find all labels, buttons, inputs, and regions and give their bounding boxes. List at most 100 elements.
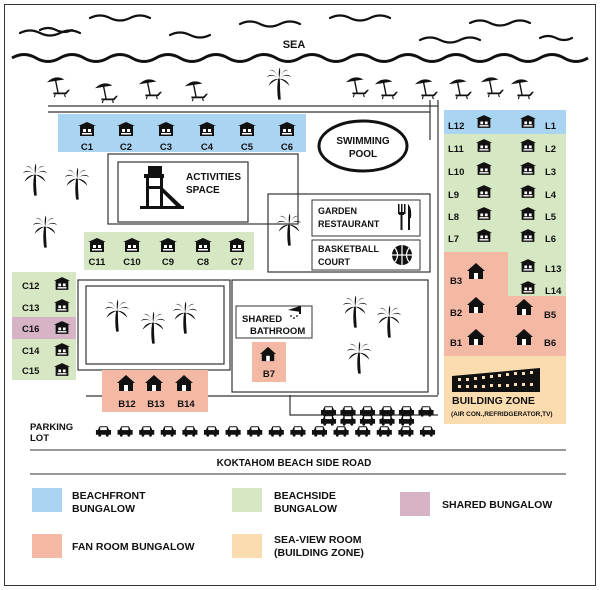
car-icon [320, 415, 337, 426]
fan-label: B2 [450, 308, 462, 319]
beach-umbrella-icon [448, 78, 473, 100]
bungalow-label: L2 [545, 144, 556, 155]
bathroom-label: SHARED [242, 314, 282, 325]
beachside-area-l [444, 134, 566, 252]
fan-label: B14 [177, 399, 195, 410]
palm-tree-icon [342, 295, 368, 328]
parking-label: PARKING [30, 422, 73, 433]
palm-tree-icon [346, 341, 372, 374]
beachfront-area [58, 114, 306, 152]
beach-umbrella-icon [374, 78, 399, 100]
activities-label: ACTIVITIES [186, 172, 241, 183]
bungalow-label: C3 [160, 142, 172, 153]
bungalow-label: C15 [22, 366, 40, 377]
bungalow-label: C14 [22, 346, 40, 357]
bungalow-label: L1 [545, 121, 557, 132]
legend-beachfront-line2: BUNGALOW [72, 503, 135, 515]
palm-tree-icon [104, 299, 130, 332]
car-icon [203, 426, 220, 437]
legend-swatch-seaview [232, 534, 262, 558]
basketball-label-2: COURT [318, 257, 350, 267]
car-icon [117, 426, 133, 437]
palm-tree-icon [376, 305, 402, 338]
basketball-icon [392, 245, 412, 265]
car-icon [398, 426, 414, 437]
legend-beachfront: BEACHFRONT BUNGALOW [72, 490, 146, 516]
car-icon [95, 426, 112, 437]
fan-label: B7 [263, 369, 275, 380]
legend-swatch-beachfront [32, 488, 62, 512]
bungalow-label: L4 [545, 190, 557, 201]
bungalow-label: L9 [448, 190, 459, 201]
bungalow-label: L12 [448, 121, 464, 132]
legend-swatch-beachside [232, 488, 262, 512]
bungalow-label: L8 [448, 212, 459, 223]
car-icon [182, 426, 198, 437]
bungalow-label: C16 [22, 324, 39, 335]
bungalow-label: L3 [545, 167, 556, 178]
car-icon [355, 426, 371, 437]
fan-label: B6 [544, 338, 556, 349]
bungalows-top-row: C1 C2 C3 C4 C5 C6 [78, 122, 296, 153]
beach-umbrella-icon [184, 80, 209, 102]
palm-tree-icon [140, 311, 166, 344]
bungalow-label: C6 [281, 142, 293, 153]
building-icon [452, 368, 540, 392]
bungalow-label: C13 [22, 303, 39, 314]
car-icon [268, 426, 284, 437]
bungalow-label: C8 [197, 257, 209, 268]
bungalow-label: C9 [162, 257, 174, 268]
fan-area-b-right [508, 296, 566, 356]
legend-swatch-shared [400, 492, 430, 516]
bungalow-label: C4 [201, 142, 214, 153]
bungalow-label: C11 [89, 257, 107, 268]
building-zone-label: BUILDING ZONE [452, 395, 535, 407]
legend-beachside-line2: BUNGALOW [274, 503, 337, 515]
fan-label: B12 [118, 399, 135, 410]
bungalow-label: C2 [120, 142, 132, 153]
bungalow-label: L6 [545, 234, 556, 245]
bungalow-label: C1 [81, 142, 94, 153]
fan-label: B5 [544, 310, 557, 321]
beachfront-area-l [444, 110, 566, 134]
garden-label-2: RESTAURANT [318, 219, 380, 229]
car-icon [247, 426, 263, 437]
road-label: KOKTAHOM BEACH SIDE ROAD [217, 458, 372, 469]
car-icon [376, 426, 392, 437]
bungalow-label: C10 [123, 257, 140, 268]
fan-bungalows: B3 B2 B1 B5 B6 B12 B13 B14 B7 [117, 263, 557, 410]
beachside-area-l13 [508, 252, 566, 296]
palm-tree-icon [266, 67, 292, 100]
car-icon [359, 415, 376, 426]
beach-umbrella-icon [510, 78, 535, 100]
car-icon [311, 426, 328, 437]
bungalows-right-col: L12 L11 L10 L9 L8 L7 L1 L2 L3 L4 L5 L6 L… [448, 115, 562, 297]
legend-beachside: BEACHSIDE BUNGALOW [274, 490, 337, 516]
beach-umbrella-icon [480, 76, 505, 98]
bungalow-label: C5 [241, 142, 254, 153]
car-icon [139, 426, 155, 437]
swimming-pool [317, 119, 409, 173]
bungalow-label: C12 [22, 281, 39, 292]
shower-icon [288, 306, 301, 319]
beach-umbrella-icon [345, 76, 370, 98]
fan-label: B1 [450, 338, 463, 349]
map-frame [4, 4, 596, 586]
parking-label-2: LOT [30, 433, 49, 444]
bungalow-label: L10 [448, 167, 464, 178]
car-icon [290, 426, 306, 437]
legend-swatch-fan [32, 534, 62, 558]
bathroom-label-2: BATHROOM [250, 326, 305, 337]
building-zone-sub: (AIR CON.,REFRIDGERATOR,TV) [451, 411, 553, 418]
beach-umbrella-icon [138, 78, 163, 100]
beach-umbrellas [46, 67, 535, 104]
car-icon [340, 415, 356, 426]
car-icon [333, 426, 349, 437]
bungalow-label: L14 [545, 286, 562, 297]
palm-tree-icon [64, 167, 90, 200]
bungalow-label: L7 [448, 234, 459, 245]
bungalow-label: C7 [231, 257, 243, 268]
shoreline [11, 53, 589, 63]
fan-label: B13 [147, 399, 164, 410]
